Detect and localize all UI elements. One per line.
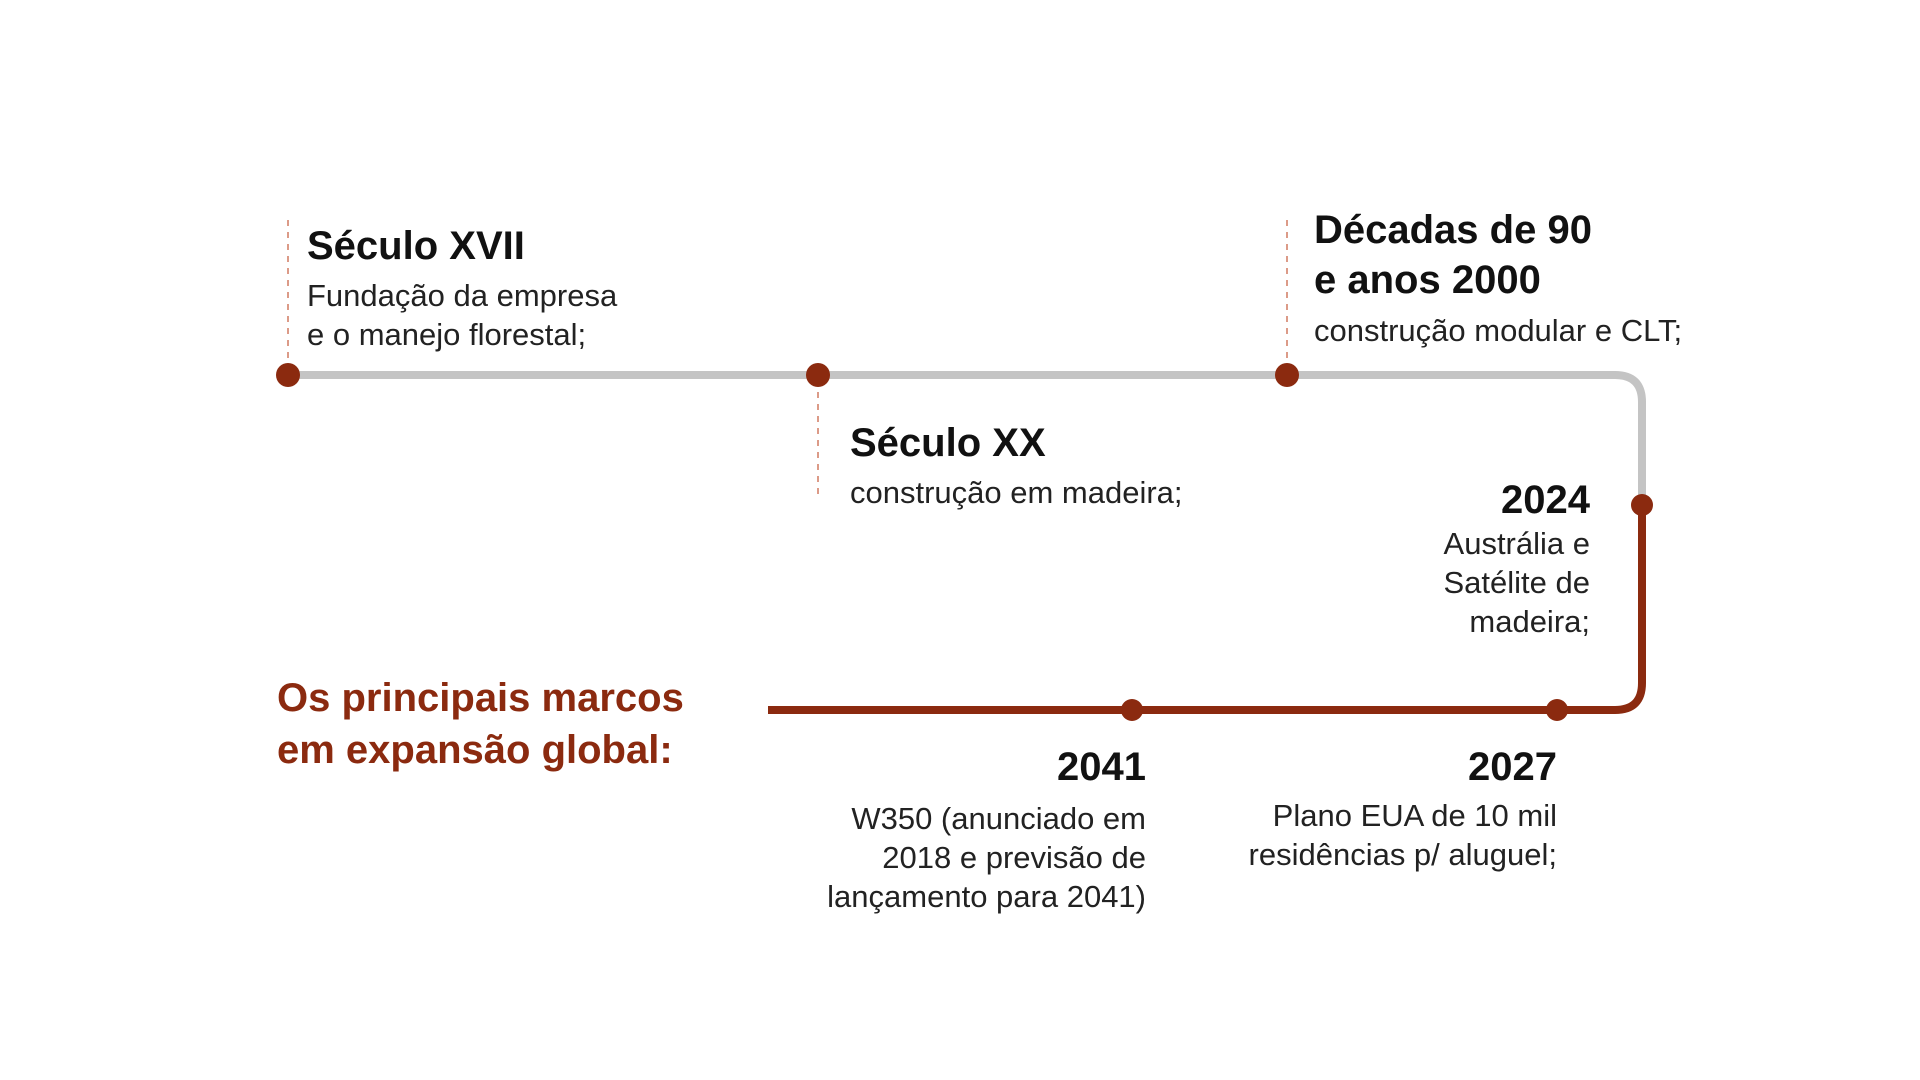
milestone-title-seculo-xvii: Século XVII	[307, 224, 525, 268]
milestone-title-decadas: Décadas de 90 e anos 2000	[1314, 208, 1592, 302]
timeline-past-line	[284, 371, 1646, 509]
milestone-desc-seculo-xvii: Fundação da empresa e o manejo florestal…	[307, 278, 618, 352]
marker-seculo-xvii	[276, 363, 300, 387]
marker-seculo-xx	[806, 363, 830, 387]
milestone-desc-2024: Austrália e Satélite de madeira;	[1443, 526, 1591, 639]
milestone-desc-2041: W350 (anunciado em 2018 e previsão de la…	[827, 801, 1146, 914]
marker-2024	[1631, 494, 1653, 516]
timeline-future-line	[768, 505, 1646, 714]
milestone-title-2024: 2024	[1501, 478, 1590, 522]
diagram-heading: Os principais marcos em expansão global:	[277, 676, 684, 772]
milestone-desc-seculo-xx: construção em madeira;	[850, 475, 1183, 510]
marker-2041	[1121, 699, 1143, 721]
milestone-desc-2027: Plano EUA de 10 mil residências p/ alugu…	[1248, 798, 1557, 872]
milestone-desc-decadas: construção modular e CLT;	[1314, 313, 1683, 348]
milestone-title-2041: 2041	[1057, 745, 1146, 789]
milestone-title-seculo-xx: Século XX	[850, 421, 1046, 465]
marker-decadas	[1275, 363, 1299, 387]
marker-2027	[1546, 699, 1568, 721]
milestone-title-2027: 2027	[1468, 745, 1557, 789]
